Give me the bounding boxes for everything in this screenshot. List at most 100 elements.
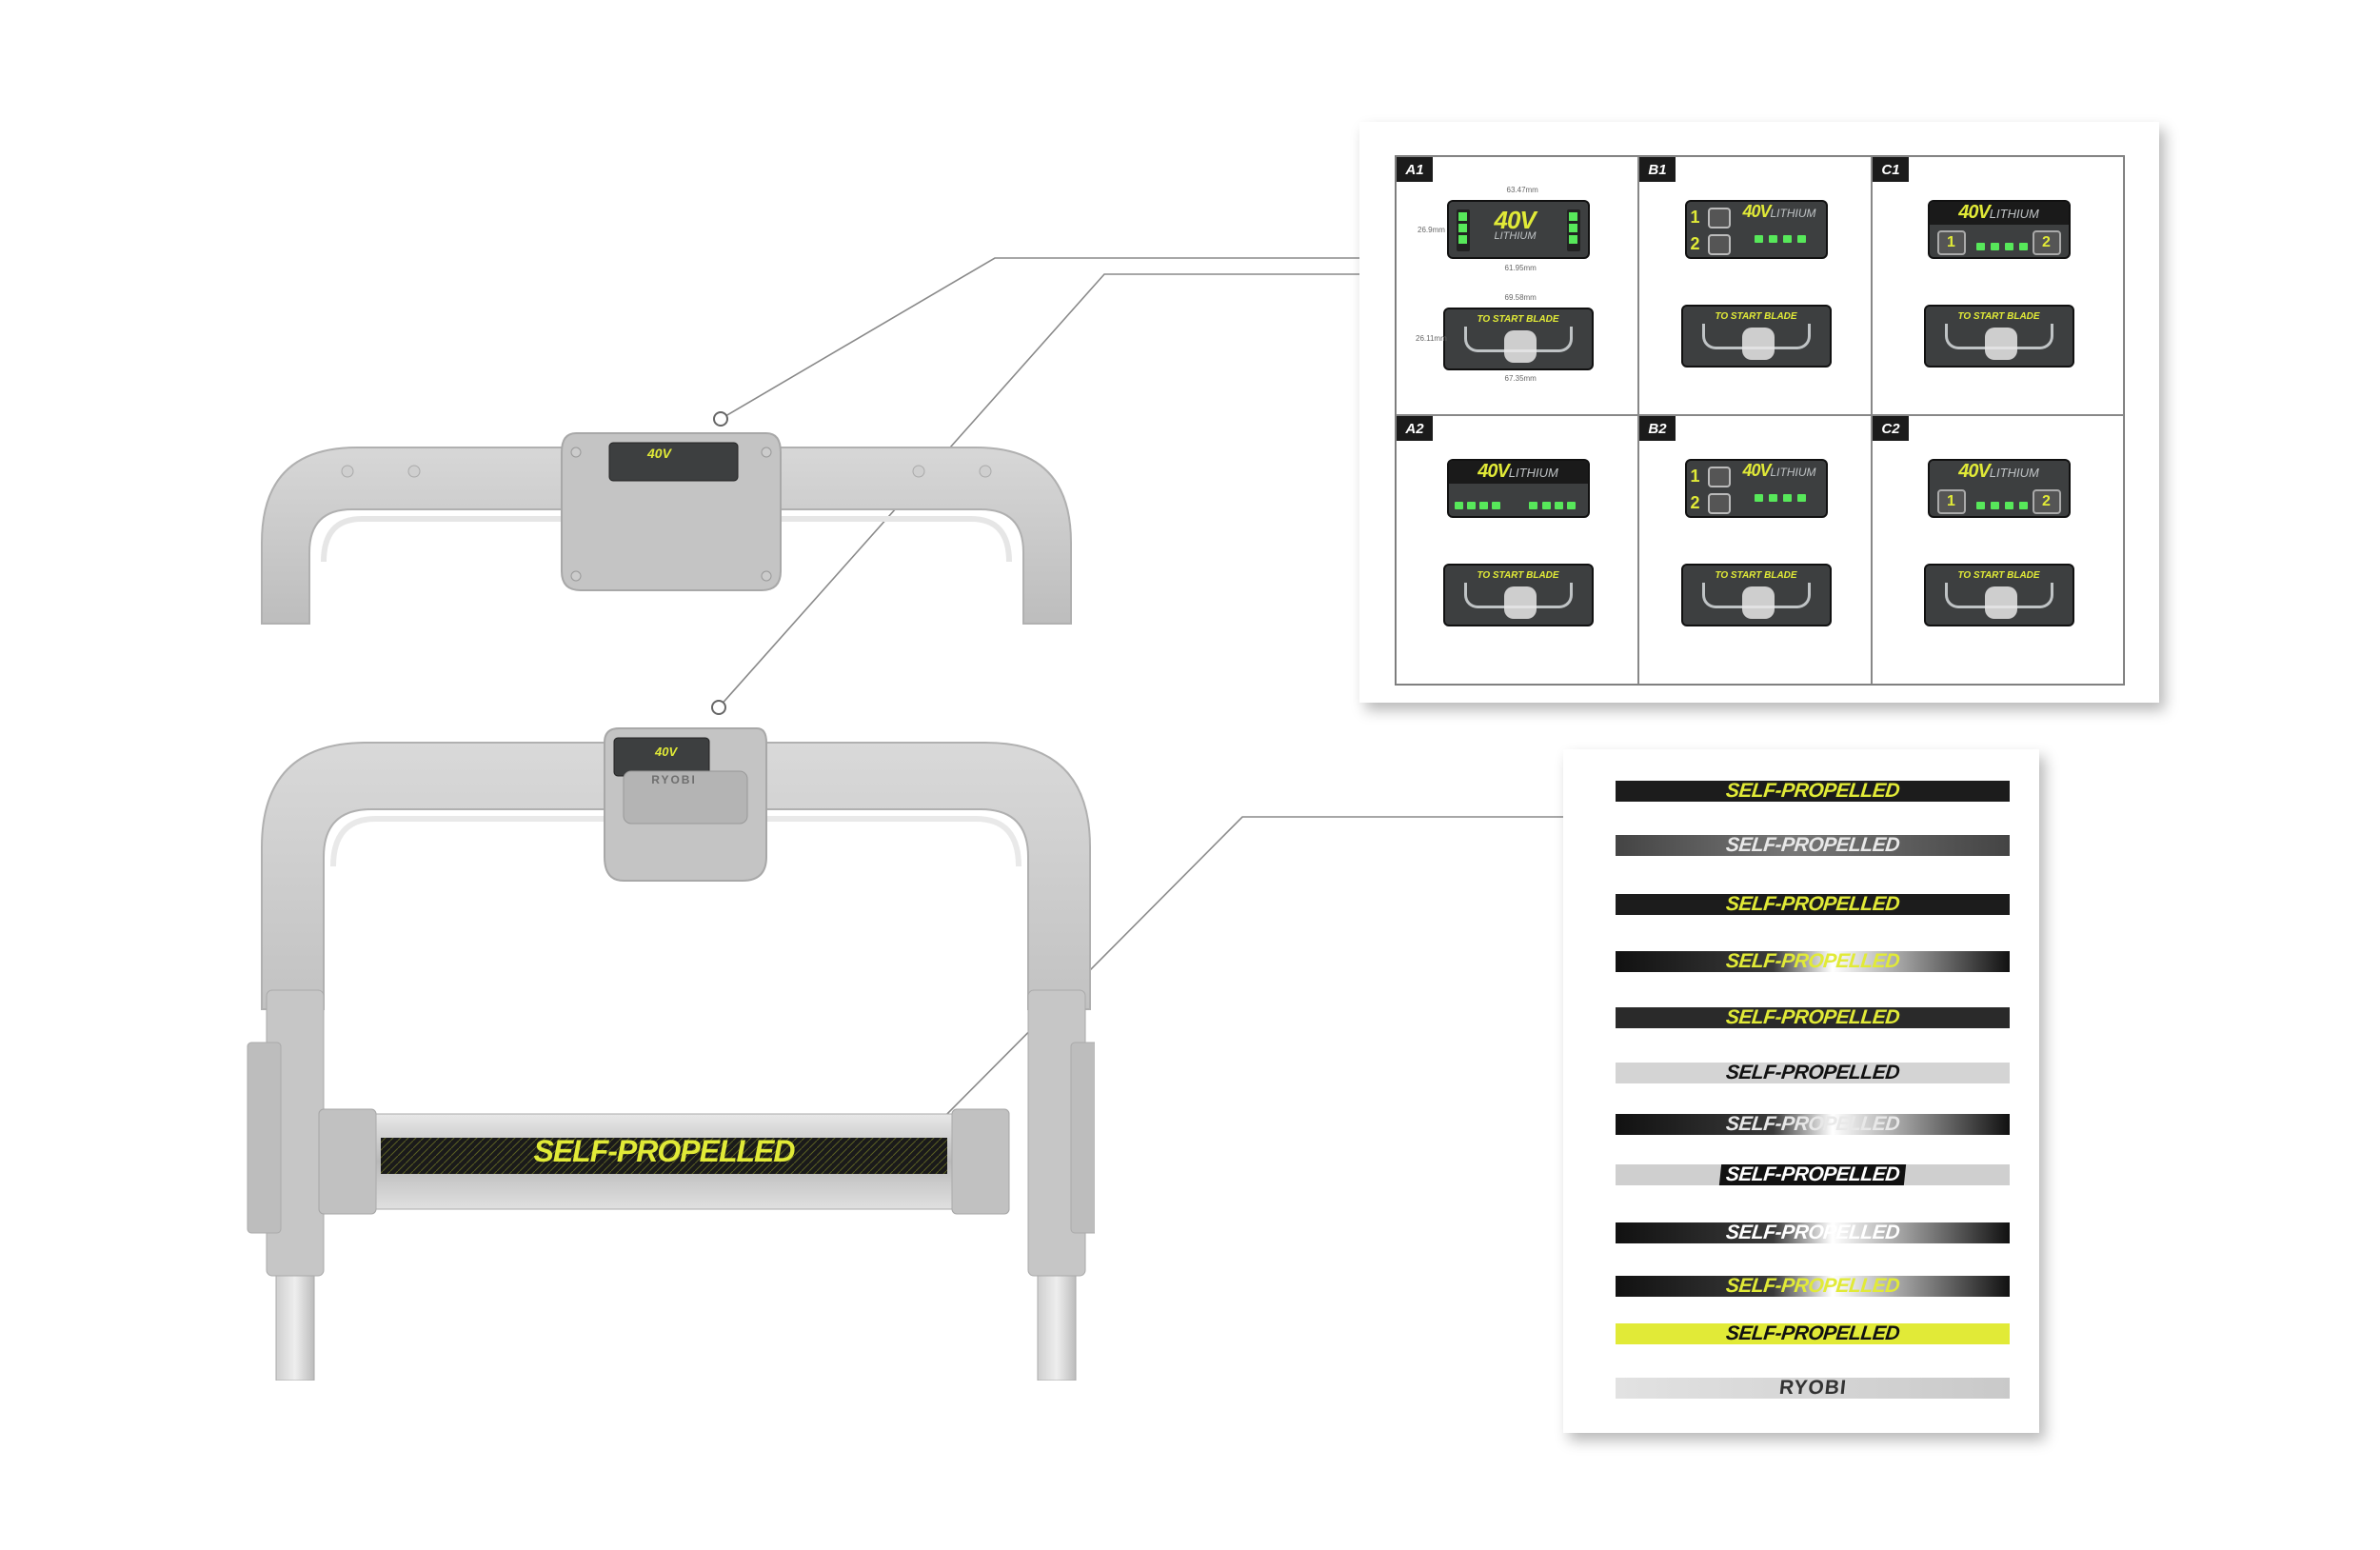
led-indicator: [1569, 224, 1577, 232]
voltage-badge: 40V: [1742, 461, 1771, 480]
dimension-label: 63.47mm: [1506, 186, 1538, 194]
hand-press-icon: [1503, 586, 1537, 619]
decal-option[interactable]: SELF-PROPELLED: [1616, 1114, 2010, 1135]
decal-option[interactable]: SELF-PROPELLED: [1616, 781, 2010, 802]
led-indicator: [1796, 494, 1806, 502]
decal-label: SELF-PROPELLED: [1724, 894, 1901, 915]
led-indicator: [1478, 502, 1488, 509]
led-indicator: [1782, 494, 1792, 502]
led-indicator: [1458, 212, 1467, 221]
panel-header: 40VLITHIUM: [1448, 461, 1588, 484]
dimension-label: 67.35mm: [1504, 374, 1537, 383]
led-indicator: [1466, 502, 1476, 509]
dimension-label: 61.95mm: [1504, 264, 1537, 272]
led-indicator: [1796, 235, 1806, 243]
decal-options-card: SELF-PROPELLED SELF-PROPELLED SELF-PROPELL…: [1563, 749, 2039, 1433]
led-indicator: [1566, 502, 1576, 509]
blade-start-panel[interactable]: TO START BLADE: [1923, 305, 2074, 368]
option-tag: B2: [1639, 416, 1676, 441]
decal-label: SELF-PROPELLED: [1724, 951, 1901, 972]
chemistry-label: LITHIUM: [1770, 466, 1816, 479]
voltage-badge: 40V: [1494, 206, 1537, 234]
callout-line-top-handle: [720, 257, 1361, 420]
led-indicator: [1754, 494, 1763, 502]
led-indicator: [1528, 502, 1537, 509]
led-indicator: [1569, 235, 1577, 244]
decal-option[interactable]: SELF-PROPELLED: [1616, 1222, 2010, 1243]
decal-option[interactable]: SELF-PROPELLED: [1616, 1007, 2010, 1028]
decal-label: SELF-PROPELLED: [1724, 1114, 1901, 1135]
blade-start-label: TO START BLADE: [1715, 311, 1797, 322]
led-indicator: [1458, 235, 1467, 244]
callout-dot-bottom: [711, 700, 726, 715]
dimension-label: 26.11mm: [1416, 334, 1447, 343]
decal-label: SELF-PROPELLED: [1718, 1164, 1907, 1185]
led-indicator: [1554, 502, 1563, 509]
decal-label: SELF-PROPELLED: [1724, 1063, 1901, 1083]
decal-option[interactable]: SELF-PROPELLED: [1616, 1063, 2010, 1083]
led-indicator: [1768, 235, 1777, 243]
blade-start-panel[interactable]: TO START BLADE: [1680, 305, 1832, 368]
led-column: [1566, 209, 1580, 251]
battery-slot-number: 2: [2032, 230, 2061, 255]
battery-slot-number: 2: [1690, 493, 1700, 512]
blade-start-panel[interactable]: TO START BLADE: [1680, 564, 1832, 626]
option-cell-a2[interactable]: A2 40VLITHIUM TO START BLADE: [1396, 415, 1638, 685]
chemistry-label: LITHIUM: [1508, 466, 1558, 480]
decal-label: SELF-PROPELLED: [1724, 781, 1901, 802]
blade-start-panel[interactable]: TO START BLADE: [1442, 564, 1594, 626]
led-indicator: [1754, 235, 1763, 243]
decal-option[interactable]: RYOBI: [1616, 1378, 2010, 1399]
decal-option[interactable]: SELF-PROPELLED: [1616, 1323, 2010, 1344]
battery-slot-number: 1: [1936, 230, 1966, 255]
led-column: [1456, 209, 1470, 251]
blade-start-label: TO START BLADE: [1715, 570, 1797, 581]
chemistry-label: LITHIUM: [1989, 207, 2039, 221]
blade-start-panel[interactable]: TO START BLADE: [1923, 564, 2074, 626]
option-tag: C2: [1873, 416, 1909, 441]
led-indicator: [1458, 224, 1467, 232]
decal-label: SELF-PROPELLED: [1724, 1276, 1901, 1297]
option-tag: A2: [1397, 416, 1433, 441]
chemistry-label: LITHIUM: [1494, 230, 1537, 242]
blade-start-panel[interactable]: TO START BLADE: [1442, 308, 1594, 370]
decal-option[interactable]: SELF-PROPELLED: [1616, 951, 2010, 972]
option-tag: B1: [1639, 157, 1676, 182]
decal-label: SELF-PROPELLED: [1724, 1222, 1901, 1243]
battery-slot-icon: [1707, 208, 1731, 229]
led-row: [1752, 489, 1809, 507]
blade-start-label: TO START BLADE: [1957, 311, 2040, 322]
decal-option[interactable]: SELF-PROPELLED: [1616, 835, 2010, 856]
handle-bottom-bar-label: SELF-PROPELLED: [533, 1134, 795, 1168]
decal-option[interactable]: SELF-PROPELLED: [1616, 1164, 2010, 1185]
blade-start-label: TO START BLADE: [1477, 570, 1559, 581]
voltage-badge: 40V: [1742, 202, 1771, 221]
led-indicator: [2004, 502, 2013, 509]
battery-slot-icon: [1707, 234, 1731, 255]
decal-option[interactable]: SELF-PROPELLED: [1616, 1276, 2010, 1297]
voltage-badge: 40V: [1958, 202, 1991, 223]
decal-option[interactable]: SELF-PROPELLED: [1616, 894, 2010, 915]
blade-start-label: TO START BLADE: [1957, 570, 2040, 581]
led-indicator: [2018, 243, 2028, 250]
chemistry-label: LITHIUM: [1989, 466, 2039, 480]
led-indicator: [1990, 502, 1999, 509]
panel-header: 40VLITHIUM: [1929, 202, 2069, 225]
chemistry-label: LITHIUM: [1770, 207, 1816, 220]
battery-slot-number: 2: [1690, 234, 1700, 253]
hand-press-icon: [1741, 586, 1775, 619]
option-tag: A1: [1397, 157, 1433, 182]
decal-label: SELF-PROPELLED: [1724, 835, 1901, 856]
hand-press-icon: [1984, 328, 2017, 360]
handle-bottom-panel-logo: 40V: [655, 745, 678, 759]
handle-top-panel-logo: 40V: [647, 446, 671, 461]
